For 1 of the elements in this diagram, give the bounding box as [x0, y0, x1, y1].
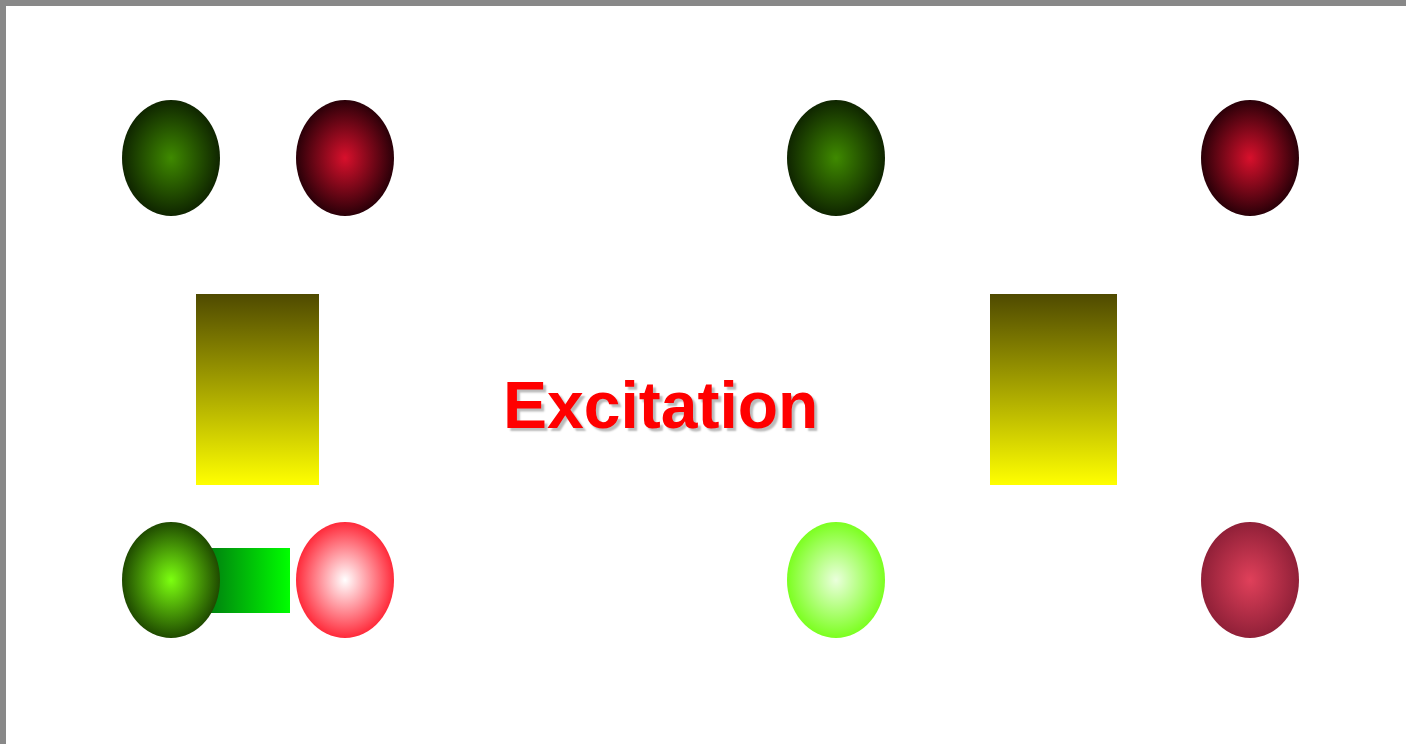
caption-text: Excitation: [503, 372, 819, 438]
